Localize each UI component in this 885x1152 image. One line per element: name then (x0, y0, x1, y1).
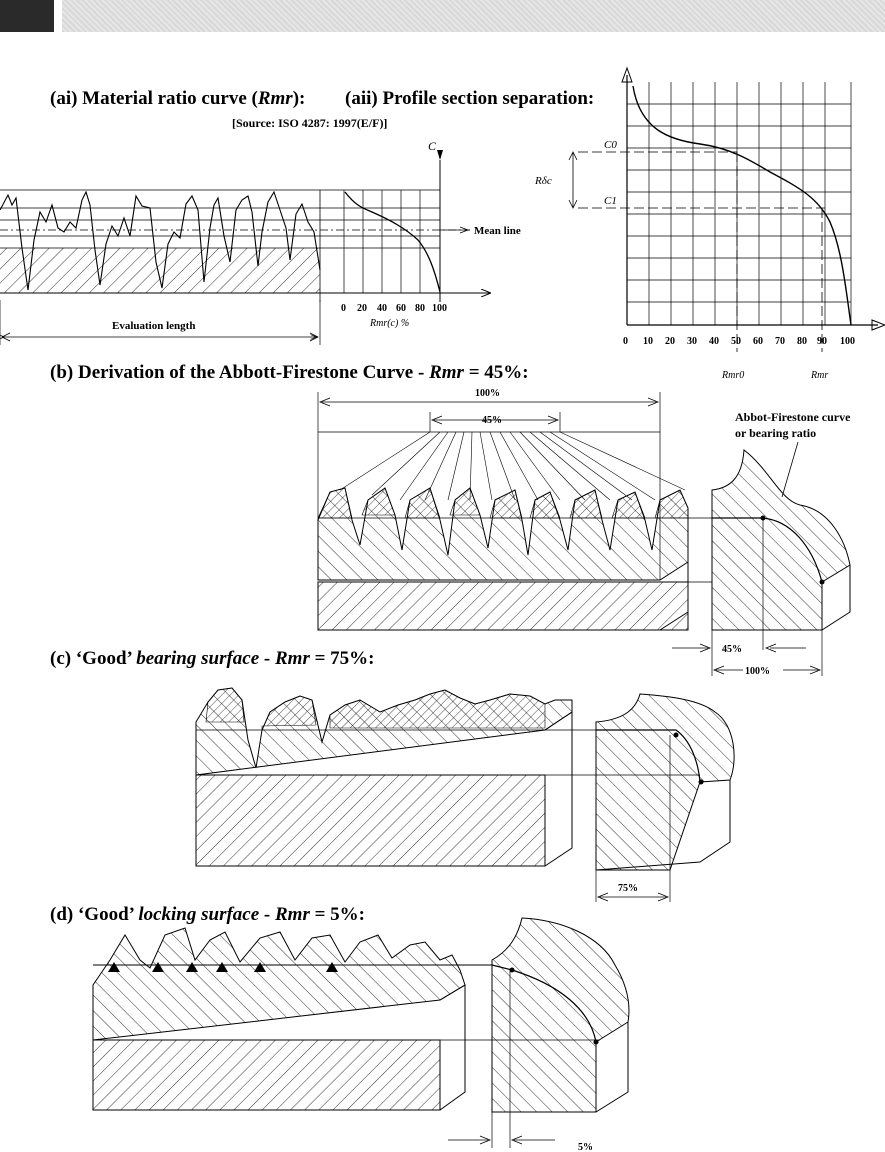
page-header-bar (0, 0, 885, 32)
heading-ai: (ai) Material ratio curve (Rmr): (50, 88, 306, 109)
header-strip (62, 0, 885, 32)
heading-c: (c) ‘Good’ bearing surface - Rmr = 75%: (50, 648, 375, 669)
source-citation: [Source: ISO 4287: 1997(E/F)] (232, 116, 388, 130)
mean-line-label: Mean line (474, 225, 521, 237)
b-pct-100-label: 100% (475, 388, 500, 399)
aii-tick-30: 30 (687, 336, 697, 347)
panel-c-bearing-surface: 75% (195, 687, 735, 902)
aii-tick-70: 70 (775, 336, 785, 347)
c-bearing-block (595, 693, 735, 871)
d-bearing-block (491, 917, 630, 1113)
surface-profile-line (0, 190, 321, 291)
c1-label: C1 (604, 195, 617, 207)
aii-tick-50: 50 (731, 336, 741, 347)
d-contact-points (108, 962, 338, 972)
b-bottom-100-label: 100% (745, 666, 770, 677)
panel-aii-profile-separation: C0 C1 Rδc 0 10 20 30 40 50 60 70 80 90 1… (534, 66, 885, 381)
ai-x-axis-label: Rmr(c) % (369, 318, 409, 329)
d-abbott-curve (491, 964, 597, 1043)
b-pct-45-label: 45% (482, 415, 502, 426)
aii-tick-80: 80 (797, 336, 807, 347)
c-pct-75-label: 75% (618, 883, 638, 894)
material-ratio-curve-ai (344, 191, 441, 293)
ai-x-ticks: 0 20 40 60 80 100 (341, 303, 447, 314)
ai-tick-0: 0 (341, 303, 346, 314)
profile-hatched-region (0, 248, 320, 293)
b-block-lower (317, 581, 689, 631)
rdc-label: Rδc (534, 175, 552, 187)
d-block-lower (92, 1039, 441, 1111)
heading-d: (d) ‘Good’ locking surface - Rmr = 5%: (50, 904, 366, 925)
ai-tick-100: 100 (432, 303, 447, 314)
aii-tick-0: 0 (623, 336, 628, 347)
b-bearing-block (711, 449, 851, 631)
ai-tick-40: 40 (377, 303, 387, 314)
heading-b: (b) Derivation of the Abbott-Firestone C… (50, 362, 529, 383)
ai-tick-20: 20 (357, 303, 367, 314)
b-curve-label-1: Abbot-Firestone curve (735, 410, 851, 424)
c-peak-hatching (205, 687, 546, 731)
rmr0-label: Rmr0 (721, 370, 744, 381)
c0-label: C0 (604, 139, 617, 151)
c-block-lower (195, 774, 546, 867)
heading-aii: (aii) Profile section separation: (345, 88, 595, 109)
d-pct-5-label: 5% (578, 1142, 593, 1152)
panel-ai-material-ratio: C Mean line Evaluation length 0 20 40 60… (0, 139, 521, 345)
ai-tick-80: 80 (415, 303, 425, 314)
b-peak-hatching (317, 487, 689, 519)
aii-tick-20: 20 (665, 336, 675, 347)
material-ratio-curve-aii (632, 85, 852, 326)
ai-tick-60: 60 (396, 303, 406, 314)
axis-label-c: C (428, 139, 437, 153)
d-block-upper (92, 927, 466, 1041)
chapter-tab-marker (0, 0, 54, 32)
rmr-label: Rmr (810, 370, 828, 381)
aii-tick-60: 60 (753, 336, 763, 347)
evaluation-length-label: Evaluation length (112, 320, 195, 332)
aii-tick-100: 100 (840, 336, 855, 347)
c-abbott-curve (596, 729, 701, 783)
b-curve-label-2: or bearing ratio (735, 426, 816, 440)
b-bottom-45-label: 45% (722, 644, 742, 655)
aii-tick-90: 90 (817, 336, 827, 347)
panel-b-abbott-firestone: 100% 45% Abbot-Firesto (317, 388, 851, 677)
panel-d-locking-surface: 5% (92, 917, 630, 1152)
aii-tick-40: 40 (709, 336, 719, 347)
aii-tick-10: 10 (643, 336, 653, 347)
